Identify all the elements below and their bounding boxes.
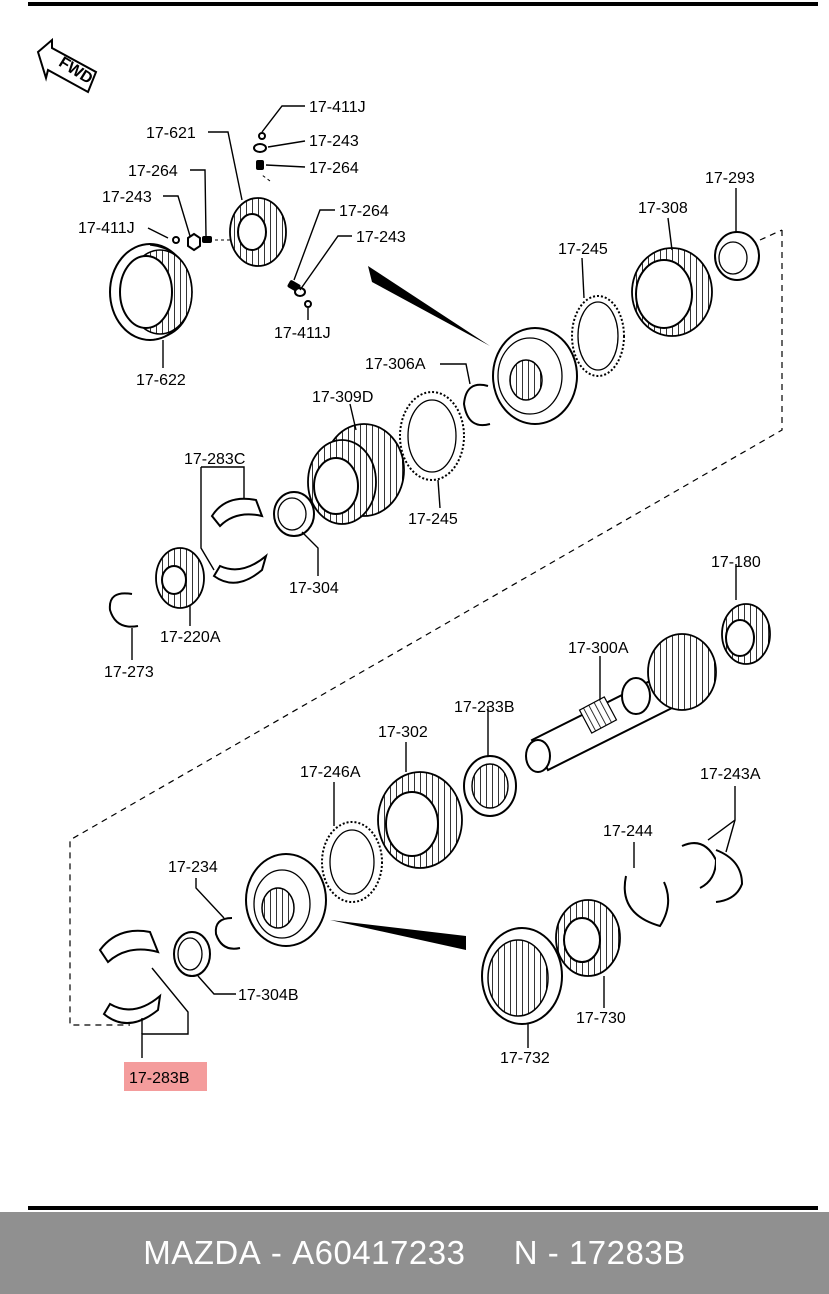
label-17-264-mid: 17-264: [339, 203, 389, 220]
label-17-264-top: 17-264: [309, 160, 359, 177]
part-17-283b: [98, 929, 162, 1025]
footer-separator-2: -: [538, 1234, 569, 1271]
fwd-arrow-icon: FWD: [36, 37, 98, 94]
label-17-411j-top: 17-411J: [309, 99, 366, 116]
label-17-411j-bottom: 17-411J: [274, 325, 331, 342]
label-17-220a: 17-220A: [160, 629, 221, 646]
lower-leaders: [141, 564, 737, 1058]
label-17-243-mid: 17-243: [356, 229, 406, 246]
part-17-304: [273, 491, 315, 537]
label-17-300a: 17-300A: [568, 640, 629, 657]
label-17-621: 17-621: [146, 125, 196, 142]
label-17-234: 17-234: [168, 859, 218, 876]
label-17-243a: 17-243A: [700, 766, 761, 783]
detent-parts: [172, 132, 312, 308]
part-clutch-hub-upper: [492, 327, 578, 425]
part-17-243a: [681, 842, 744, 903]
footer-separator: -: [261, 1234, 293, 1271]
label-17-622: 17-622: [136, 372, 186, 389]
part-17-233b: [463, 755, 517, 817]
label-17-730: 17-730: [576, 1010, 626, 1027]
footer-brand: MAZDA: [143, 1234, 262, 1271]
bottom-rule: [28, 1206, 818, 1210]
label-17-302: 17-302: [378, 724, 428, 741]
label-17-180: 17-180: [711, 554, 761, 571]
part-17-273: [108, 592, 139, 628]
part-labels: 17-411J 17-243 17-264 17-621 17-264 17-2…: [78, 99, 761, 1067]
footer-prefix: N: [513, 1234, 539, 1271]
highlighted-part-box[interactable]: [124, 1062, 207, 1091]
part-17-283c: [210, 497, 268, 584]
label-17-308: 17-308: [638, 200, 688, 217]
part-17-622: [109, 243, 193, 341]
assembly-wedge-top: [368, 266, 490, 346]
label-17-264-left: 17-264: [128, 163, 178, 180]
label-17-246a: 17-246A: [300, 764, 361, 781]
footer-code: 17283B: [568, 1234, 686, 1271]
part-17-300a: [525, 633, 717, 773]
assembly-outline: [69, 230, 783, 1026]
label-17-283c: 17-283C: [184, 451, 245, 468]
label-17-273: 17-273: [104, 664, 154, 681]
label-17-304: 17-304: [289, 580, 339, 597]
part-17-220a: [155, 547, 205, 609]
part-17-244: [623, 875, 670, 928]
top-rule: [28, 2, 818, 6]
part-17-302: [377, 771, 463, 869]
label-17-293: 17-293: [705, 170, 755, 187]
label-17-245-bottom: 17-245: [408, 511, 458, 528]
label-17-306a: 17-306A: [365, 356, 426, 373]
label-17-243-left: 17-243: [102, 189, 152, 206]
part-17-245-top: [571, 295, 625, 377]
label-17-732: 17-732: [500, 1050, 550, 1067]
part-17-246a: [321, 821, 383, 903]
top-leaders: [147, 105, 352, 368]
footer-gap: [465, 1234, 513, 1272]
label-17-244: 17-244: [603, 823, 653, 840]
part-17-309d: [307, 423, 405, 525]
part-17-180: [721, 603, 771, 665]
label-17-243-top: 17-243: [309, 133, 359, 150]
part-17-730: [555, 899, 621, 977]
label-17-304b: 17-304B: [238, 987, 299, 1004]
part-17-621: [229, 197, 287, 267]
part-17-293: [714, 231, 760, 281]
footer-bar: MAZDA - A60417233 N - 17283B: [0, 1212, 829, 1294]
assembly-wedge-bottom: [330, 920, 466, 950]
label-17-411j-left: 17-411J: [78, 220, 135, 237]
part-17-304b: [173, 931, 211, 977]
part-17-245-bottom: [399, 391, 465, 481]
part-17-234: [214, 917, 241, 950]
label-17-245-top: 17-245: [558, 241, 608, 258]
footer-caption: MAZDA - A60417233 N - 17283B: [143, 1234, 685, 1272]
part-17-732: [481, 927, 563, 1025]
label-17-233b: 17-233B: [454, 699, 515, 716]
label-17-309d: 17-309D: [312, 389, 373, 406]
part-17-308: [631, 247, 713, 337]
part-17-306a: [462, 383, 491, 426]
mid-leaders: [131, 188, 737, 660]
exploded-gear-diagram: FWD: [36, 37, 783, 1067]
part-clutch-hub-lower: [245, 853, 327, 947]
footer-part-number: A60417233: [292, 1234, 466, 1271]
